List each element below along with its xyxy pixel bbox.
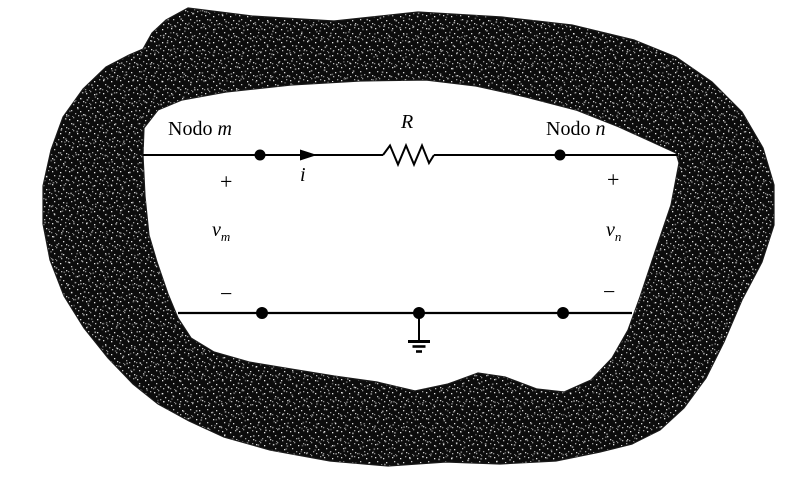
- plus-sign-right: +: [607, 167, 620, 192]
- current-label: i: [300, 164, 306, 186]
- node-m-dot: [254, 149, 266, 161]
- bottom-left-node-dot: [256, 307, 268, 319]
- node-m-label: Nodo m: [168, 119, 232, 139]
- node-m-label-var: m: [217, 118, 232, 140]
- minus-sign-left: −: [220, 281, 233, 306]
- bottom-right-node-dot: [557, 307, 569, 319]
- minus-sign-right: −: [603, 279, 616, 304]
- voltage-n-base: v: [606, 219, 615, 241]
- voltage-n-label: vn: [606, 220, 621, 243]
- plus-sign-left: +: [220, 169, 233, 194]
- node-n-label-var: n: [595, 118, 606, 140]
- current-arrow-icon: [300, 149, 317, 161]
- node-m-label-word: Nodo: [168, 118, 213, 140]
- voltage-n-subscript: n: [614, 229, 622, 244]
- resistor-icon: [382, 142, 435, 168]
- node-n-dot: [554, 149, 566, 161]
- node-n-label-word: Nodo: [546, 118, 591, 140]
- circuit-blob-shape: [42, 7, 775, 467]
- ground-icon: [408, 313, 430, 353]
- voltage-m-subscript: m: [220, 229, 231, 244]
- voltage-m-label: vm: [212, 220, 230, 243]
- resistor-label: R: [401, 111, 414, 133]
- voltage-m-base: v: [212, 219, 221, 241]
- node-n-label: Nodo n: [546, 119, 605, 139]
